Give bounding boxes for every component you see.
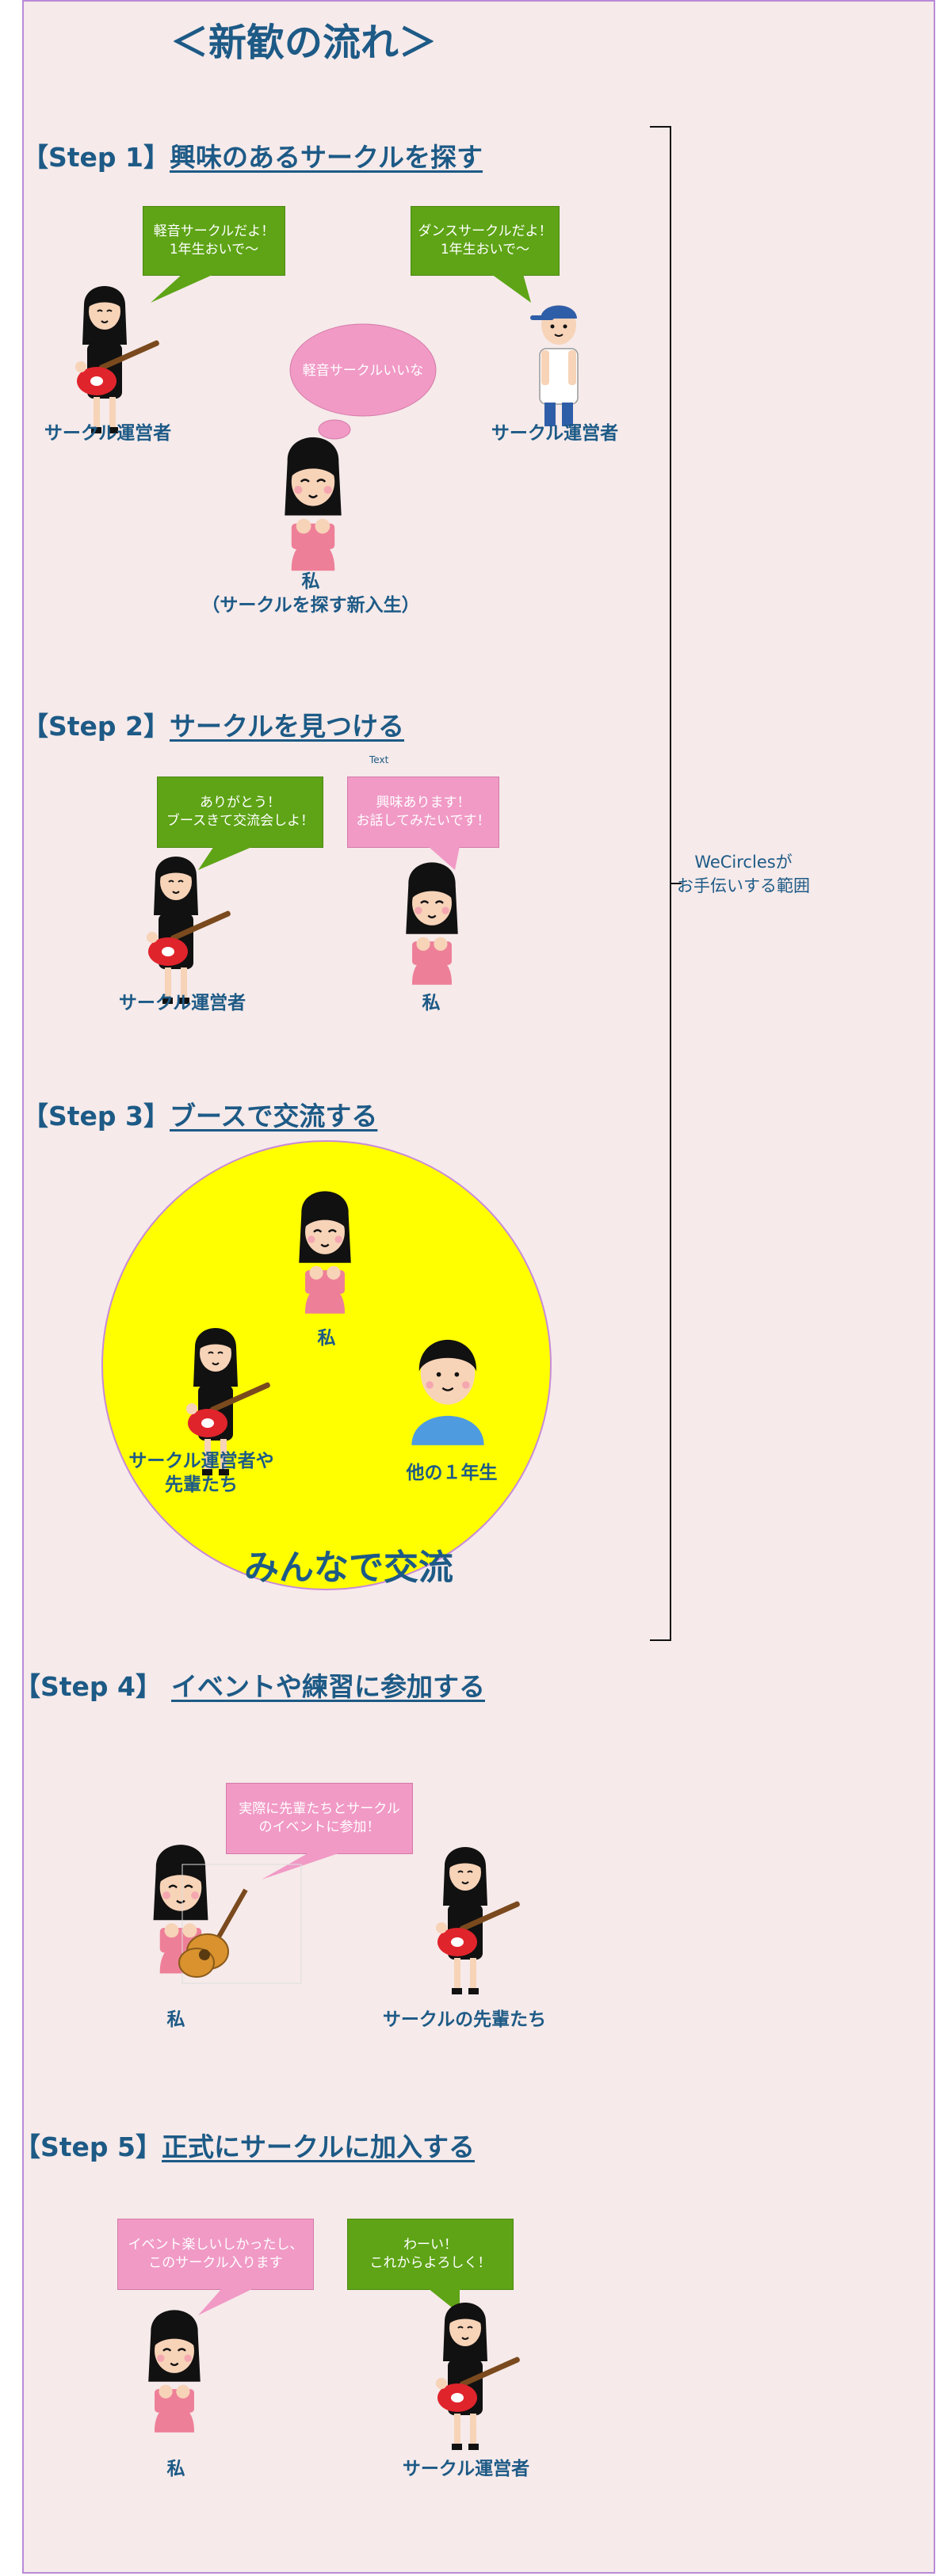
step3-label-other: 他の１年生 — [406, 1463, 498, 1483]
step5-bubble-left: イベント楽しいしかったし、 このサークル入ります — [117, 2219, 314, 2290]
guitar-girl-icon — [74, 285, 161, 434]
step-5-heading: 【Step 5】正式にサークルに加入する — [14, 2126, 475, 2164]
step2-tiny-text: Text — [369, 754, 389, 765]
step-1-prefix: 【Step 1】 — [22, 142, 170, 173]
shy-girl-icon — [284, 436, 342, 572]
shy-girl-icon — [147, 2309, 201, 2433]
step1-bubble-right: ダンスサークルだよ！ 1年生おいで〜 — [411, 206, 560, 276]
step1-bubble-left-tail — [151, 274, 214, 303]
step-4-prefix: 【Step 4】 — [14, 1671, 162, 1702]
step-3-text: ブースで交流する — [170, 1101, 378, 1132]
page-title: ＜新歓の流れ＞ — [170, 21, 437, 65]
step2-bubble-right: 興味あります！ お話してみたいです！ — [347, 777, 499, 848]
step1-label-me: 私 （サークルを探す新入生） — [201, 571, 420, 616]
blue-boy-icon — [411, 1338, 485, 1447]
guitar-girl-icon — [435, 2302, 521, 2451]
step-4-heading: 【Step 4】イベントや練習に参加する — [14, 1666, 485, 1704]
step-2-prefix: 【Step 2】 — [22, 711, 170, 742]
step5-label-me: 私 — [166, 2459, 185, 2479]
step4-label-me: 私 — [166, 2009, 185, 2030]
step1-label-left: サークル運営者 — [44, 423, 172, 444]
step4-label-seniors: サークルの先輩たち — [382, 2009, 547, 2030]
step1-thought-text: 軽音サークルいいな — [302, 362, 424, 379]
guitar-girl-icon — [146, 856, 232, 1005]
step3-circle-text: みんなで交流 — [244, 1548, 453, 1588]
step-4-text: イベントや練習に参加する — [171, 1671, 485, 1702]
step2-label-left: サークル運営者 — [118, 993, 246, 1013]
step2-bubble-right-tail — [428, 846, 460, 870]
exchange-circle — [101, 1140, 552, 1590]
step2-bubble-left-tail — [198, 846, 254, 870]
wecircles-range-label: WeCirclesが お手伝いする範囲 — [677, 853, 810, 896]
step5-bubble-left-tail — [198, 2288, 254, 2315]
step-5-prefix: 【Step 5】 — [14, 2131, 162, 2162]
shy-girl-icon — [298, 1190, 352, 1315]
step-1-text: 興味のあるサークルを探す — [170, 142, 483, 173]
step-1-heading: 【Step 1】興味のあるサークルを探す — [22, 136, 483, 174]
step5-label-right: サークル運営者 — [402, 2459, 530, 2479]
step-3-prefix: 【Step 3】 — [22, 1101, 170, 1132]
step4-bubble: 実際に先輩たちとサークル のイベントに参加！ — [226, 1783, 413, 1854]
step3-label-me: 私 — [317, 1328, 336, 1349]
step-2-text: サークルを見つける — [170, 711, 405, 742]
guitar-girl-icon — [435, 1846, 521, 1995]
shy-girl-icon — [405, 861, 459, 986]
step2-label-me: 私 — [422, 993, 441, 1013]
acoustic-guitar-girl-icon — [152, 1843, 302, 1984]
step1-label-right: サークル運営者 — [491, 423, 619, 444]
range-bracket — [650, 126, 682, 1641]
step5-bubble-right: わーい！ これからよろしく！ — [347, 2219, 514, 2290]
cap-boy-icon — [529, 304, 579, 427]
step-3-heading: 【Step 3】ブースで交流する — [22, 1095, 377, 1133]
guitar-girl-icon — [185, 1327, 272, 1476]
step4-bubble-tail — [262, 1853, 341, 1880]
step-5-text: 正式にサークルに加入する — [162, 2131, 476, 2162]
step-2-heading: 【Step 2】サークルを見つける — [22, 705, 404, 743]
step1-bubble-right-tail — [491, 274, 531, 303]
step2-bubble-left: ありがとう！ ブースきて交流会しよ！ — [157, 777, 323, 848]
step3-label-seniors: サークル運営者や 先輩たち — [128, 1451, 274, 1495]
step1-bubble-left: 軽音サークルだよ！ 1年生おいで〜 — [143, 206, 285, 276]
